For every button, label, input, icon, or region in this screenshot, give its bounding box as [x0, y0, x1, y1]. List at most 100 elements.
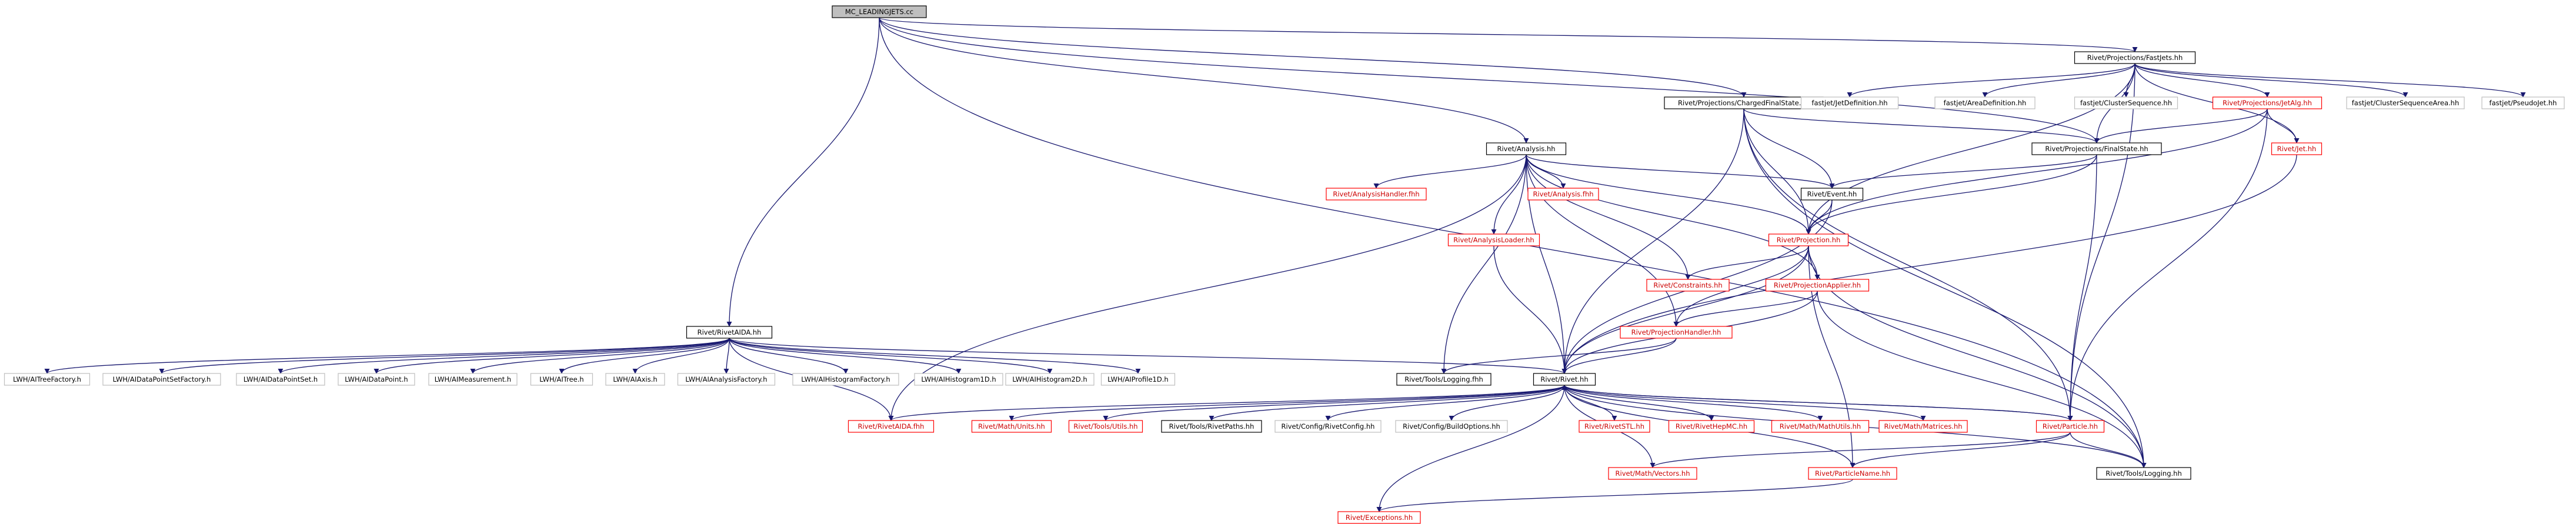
- node-box: [914, 373, 1003, 386]
- node-box: [1771, 420, 1870, 433]
- edge-fastjets-to-jetdef: [1847, 63, 2135, 98]
- edge-rivetaida-to-ihfactory: [729, 338, 849, 374]
- edge-particle-to-particlename: [1850, 432, 2071, 468]
- node-iaxis[interactable]: LWH/AIAxis.h: [605, 373, 665, 386]
- edge-finalstate-to-event: [1829, 154, 2097, 189]
- node-box: [2074, 96, 2178, 109]
- node-chfs[interactable]: Rivet/Projections/ChargedFinalState.hh: [1664, 96, 1824, 109]
- node-rivetstl[interactable]: Rivet/RivetSTL.hh: [1579, 420, 1650, 433]
- node-itree[interactable]: LWH/AITree.h: [530, 373, 593, 386]
- edge-rivethh-to-rivetconfig: [1325, 385, 1565, 421]
- node-constraints[interactable]: Rivet/Constraints.hh: [1646, 279, 1730, 292]
- node-rivetaida-missing[interactable]: Rivet/RivetAIDA.fhh: [847, 420, 935, 433]
- node-analysisfhh[interactable]: Rivet/Analysis.fhh: [1527, 188, 1599, 201]
- node-particle[interactable]: Rivet/Particle.hh: [2036, 420, 2105, 433]
- edge-analysis-to-constraints: [1526, 154, 1691, 280]
- node-box: [971, 420, 1052, 433]
- edge-particlename-to-exceptions: [1376, 479, 1853, 512]
- node-label: Rivet/Config/BuildOptions.hh: [1403, 422, 1500, 430]
- node-analysisloader[interactable]: Rivet/AnalysisLoader.hh: [1447, 233, 1540, 246]
- node-ih1d[interactable]: LWH/AIHistogram1D.h: [914, 373, 1003, 386]
- edge-root-to-chfs: [879, 17, 1747, 98]
- node-box: [1646, 279, 1730, 292]
- node-label: LWH/AIHistogram1D.h: [921, 375, 996, 383]
- node-analysishandler[interactable]: Rivet/AnalysisHandler.fhh: [1326, 188, 1427, 201]
- edge-rivetaida-to-imeas: [470, 338, 730, 374]
- node-box: [1447, 233, 1540, 246]
- node-label: Rivet/Rivet.hh: [1540, 375, 1588, 383]
- edge-rivetaida-to-iaxis: [632, 338, 730, 374]
- node-root[interactable]: MC_LEADINGJETS.cc: [832, 5, 927, 18]
- node-finalstate[interactable]: Rivet/Projections/FinalState.hh: [2031, 142, 2162, 155]
- node-clusterseq[interactable]: fastjet/ClusterSequence.hh: [2074, 96, 2178, 109]
- node-ihfactory[interactable]: LWH/AIHistogramFactory.h: [792, 373, 899, 386]
- edge-analysis-to-projhandler: [1526, 154, 1679, 327]
- node-projhandler[interactable]: Rivet/ProjectionHandler.hh: [1620, 326, 1733, 339]
- node-box: [4, 373, 91, 386]
- node-event[interactable]: Rivet/Event.hh: [1800, 188, 1864, 201]
- node-matrices[interactable]: Rivet/Math/Matrices.hh: [1878, 420, 1968, 433]
- node-jet[interactable]: Rivet/Jet.hh: [2271, 142, 2323, 155]
- node-rivethh[interactable]: Rivet/Rivet.hh: [1533, 373, 1596, 386]
- edge-projapplier-to-toolslogging: [1817, 291, 2147, 468]
- node-label: LWH/AIHistogram2D.h: [1012, 375, 1087, 383]
- node-exceptions[interactable]: Rivet/Exceptions.hh: [1337, 511, 1421, 524]
- node-csarea[interactable]: fastjet/ClusterSequenceArea.hh: [2346, 96, 2465, 109]
- node-jetalg[interactable]: Rivet/Projections/JetAlg.hh: [2212, 96, 2323, 109]
- node-box: [2074, 51, 2196, 64]
- edge-chfs-to-projection: [1743, 108, 1811, 235]
- edge-chfs-to-rivethh: [1561, 108, 1744, 374]
- node-rivetconfig[interactable]: Rivet/Config/RivetConfig.hh: [1274, 420, 1382, 433]
- node-projection[interactable]: Rivet/Projection.hh: [1768, 233, 1849, 246]
- node-projapplier[interactable]: Rivet/ProjectionApplier.hh: [1765, 279, 1870, 292]
- node-ip1d[interactable]: LWH/AIProfile1D.h: [1100, 373, 1176, 386]
- node-box: [1808, 467, 1897, 480]
- node-label: Rivet/Particle.hh: [2043, 422, 2098, 430]
- edge-particle-to-rivethh: [1561, 385, 2071, 421]
- node-pseudojet[interactable]: fastjet/PseudoJet.hh: [2481, 96, 2565, 109]
- edge-particle-to-vectors: [1650, 432, 2071, 468]
- node-rivethepmc[interactable]: Rivet/RivetHepMC.hh: [1668, 420, 1755, 433]
- node-idpsfactory[interactable]: LWH/AIDataPointSetFactory.h: [102, 373, 221, 386]
- node-box: [1161, 420, 1262, 433]
- node-label: fastjet/PseudoJet.hh: [2490, 99, 2557, 107]
- node-box: [236, 373, 325, 386]
- edge-rivethh-to-buildoptions: [1449, 385, 1565, 421]
- edge-analysisloader-to-rivethh: [1493, 245, 1567, 374]
- node-idp[interactable]: LWH/AIDataPoint.h: [338, 373, 415, 386]
- node-vectors[interactable]: Rivet/Math/Vectors.hh: [1608, 467, 1697, 480]
- node-analysis[interactable]: Rivet/Analysis.hh: [1486, 142, 1567, 155]
- node-toolslogging-fhh[interactable]: Rivet/Tools/Logging.fhh: [1396, 373, 1491, 386]
- node-rivetaida[interactable]: Rivet/RivetAIDA.hh: [686, 326, 773, 339]
- node-box: [1768, 233, 1849, 246]
- node-box: [1668, 420, 1755, 433]
- node-mathunits[interactable]: Rivet/Math/Units.hh: [971, 420, 1052, 433]
- node-label: Rivet/Projections/ChargedFinalState.hh: [1678, 99, 1810, 107]
- node-fastjets[interactable]: Rivet/Projections/FastJets.hh: [2074, 51, 2196, 64]
- node-ianfactory[interactable]: LWH/AIAnalysisFactory.h: [677, 373, 776, 386]
- edge-projection-to-rivethh: [1561, 245, 1809, 374]
- node-areadef[interactable]: fastjet/AreaDefinition.hh: [1934, 96, 2036, 109]
- node-toolsutils[interactable]: Rivet/Tools/Utils.hh: [1068, 420, 1143, 433]
- node-toolslogging[interactable]: Rivet/Tools/Logging.hh: [2096, 467, 2191, 480]
- node-buildoptions[interactable]: Rivet/Config/BuildOptions.hh: [1395, 420, 1508, 433]
- node-box: [1800, 96, 1899, 109]
- node-jetdef[interactable]: fastjet/JetDefinition.hh: [1800, 96, 1899, 109]
- node-itreefactory[interactable]: LWH/AITreeFactory.h: [4, 373, 91, 386]
- node-rivetpaths[interactable]: Rivet/Tools/RivetPaths.hh: [1161, 420, 1262, 433]
- node-box: [1765, 279, 1870, 292]
- node-label: Rivet/Constraints.hh: [1653, 281, 1722, 289]
- node-mathutils[interactable]: Rivet/Math/MathUtils.hh: [1771, 420, 1870, 433]
- node-idps[interactable]: LWH/AIDataPointSet.h: [236, 373, 325, 386]
- node-box: [1100, 373, 1176, 386]
- edge-rivethh-to-toolsutils: [1103, 385, 1565, 421]
- edge-rivethh-to-mathunits: [1009, 385, 1565, 421]
- node-particlename[interactable]: Rivet/ParticleName.hh: [1808, 467, 1897, 480]
- edge-analysis-to-analysisfhh: [1526, 154, 1566, 189]
- node-box: [2481, 96, 2565, 109]
- node-ih2d[interactable]: LWH/AIHistogram2D.h: [1005, 373, 1095, 386]
- node-imeas[interactable]: LWH/AIMeasurement.h: [428, 373, 518, 386]
- edge-root-to-rivetaida: [726, 17, 880, 327]
- node-label: Rivet/Projection.hh: [1777, 236, 1841, 244]
